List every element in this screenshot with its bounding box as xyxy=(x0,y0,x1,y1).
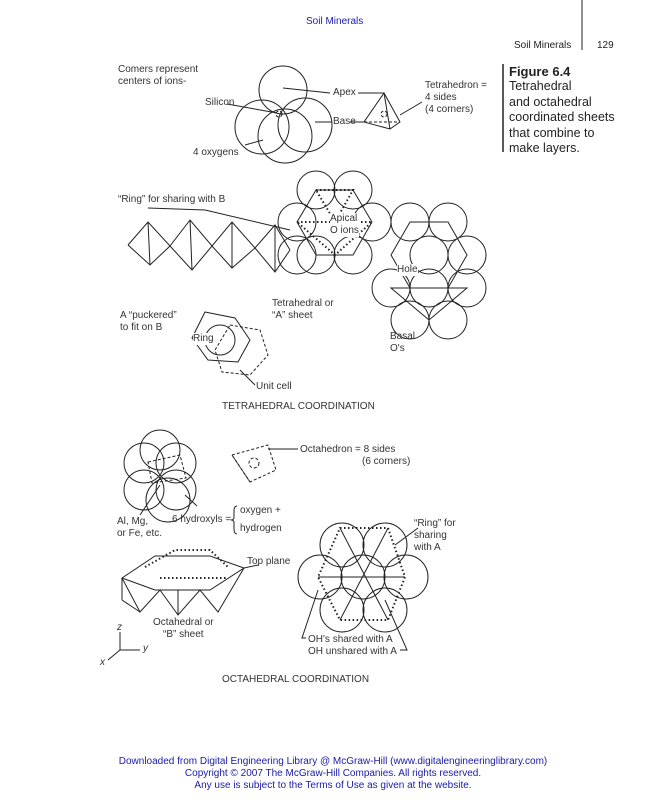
oh-shared-label: OH's shared with A xyxy=(308,634,393,645)
label-line: oxygen + xyxy=(240,505,281,516)
label-line: Basal xyxy=(390,331,416,342)
axes-icon xyxy=(107,632,140,661)
hydroxyls-label: 6 hydroxyls = xyxy=(172,514,232,525)
label-line: Octahedron = 8 sides xyxy=(300,444,396,455)
label-line: Tetrahedral or xyxy=(272,298,334,309)
ring-label: Ring xyxy=(193,333,214,345)
silicon-label: Silicon xyxy=(205,97,235,108)
label-line: centers of ions- xyxy=(118,76,187,87)
octahedral-sheet-topview xyxy=(297,522,429,651)
label-line: O ions xyxy=(330,225,359,236)
label-line: or Fe, etc. xyxy=(117,528,163,539)
hydroxyl-parts: oxygen + hydrogen xyxy=(240,505,282,535)
footer-terms-link[interactable]: Any use is subject to the Terms of Use a… xyxy=(194,780,472,791)
running-header-top: Soil Minerals xyxy=(306,16,364,27)
caption-line: that combine to xyxy=(509,125,595,140)
base-label: Base xyxy=(333,116,356,127)
label-line: Al, Mg, xyxy=(117,516,149,527)
ring-b-label: “Ring” for sharing with B xyxy=(118,194,226,205)
label-line: to fit on B xyxy=(120,322,163,333)
oxygens-label: 4 oxygens xyxy=(193,147,239,158)
label-line: Apical xyxy=(330,213,358,224)
running-header-title: Soil Minerals xyxy=(514,40,572,51)
octahedral-sheet-label: Octahedral or“B” sheet xyxy=(153,617,214,641)
brace xyxy=(230,505,238,535)
footer-download-link[interactable]: Downloaded from Digital Engineering Libr… xyxy=(118,756,548,767)
caption-line: make layers. xyxy=(509,141,580,155)
tetrahedral-sheet-perspective xyxy=(127,207,291,273)
metals-label: Al, Mg,or Fe, etc. xyxy=(117,516,162,540)
tetrahedral-sheet-topview xyxy=(277,170,487,340)
label-line: Comers represent xyxy=(118,64,199,75)
caption-line: Tetrahedral xyxy=(509,79,572,93)
puckered-label: A “puckered”to fit on B xyxy=(120,310,177,334)
tetrahedral-sheet-label: Tetrahedral or“A” sheet xyxy=(272,298,334,322)
axis-x-label: x xyxy=(100,657,105,668)
label-line: Octahedral or xyxy=(153,617,214,628)
label-line: A “puckered” xyxy=(120,310,177,321)
label-line: “A” sheet xyxy=(272,310,313,321)
label-line: O's xyxy=(390,343,405,354)
octahedron-shape xyxy=(231,444,298,483)
axis-z-label: z xyxy=(117,622,122,633)
tetrahedron-shape xyxy=(350,92,423,130)
octahedron-label: Octahedron = 8 sides(6 corners) xyxy=(300,444,410,468)
octahedral-title: OCTAHEDRAL COORDINATION xyxy=(222,674,370,685)
octahedral-sheet-perspective xyxy=(120,549,259,616)
label-line: “Ring” for xyxy=(414,518,456,529)
tetrahedral-title: TETRAHEDRAL COORDINATION xyxy=(222,401,375,412)
caption-line: coordinated sheets xyxy=(509,110,615,124)
octahedron-spheres xyxy=(123,429,198,523)
figure-caption: Figure 6.4 Tetrahedral and octahedral co… xyxy=(509,64,615,157)
label-line: hydrogen xyxy=(240,523,282,534)
label-line: with A xyxy=(414,542,441,553)
tetrahedron-label: Tetrahedron =4 sides(4 corners) xyxy=(425,80,487,116)
puckered-ring-diagram xyxy=(191,311,269,386)
label-line: 4 sides xyxy=(425,92,457,103)
label-line: (4 corners) xyxy=(425,104,474,115)
label-line: sharing xyxy=(414,530,447,541)
page-number: 129 xyxy=(597,40,614,51)
hole-label: Hole xyxy=(397,264,418,276)
label-line: (6 corners) xyxy=(362,456,411,467)
footer-copyright: Copyright © 2007 The McGraw-Hill Compani… xyxy=(184,768,482,779)
label-line: “B” sheet xyxy=(163,629,204,640)
oh-unshared-label: OH unshared with A xyxy=(308,646,397,657)
apex-label: Apex xyxy=(333,87,356,98)
axis-y-label: y xyxy=(143,643,148,654)
tetrahedron-spheres xyxy=(226,65,333,164)
top-plane-label: Top plane xyxy=(247,556,291,567)
label-line: Tetrahedron = xyxy=(425,80,487,91)
unit-cell-label: Unit cell xyxy=(256,381,292,392)
caption-line: and octahedral xyxy=(509,94,592,109)
figure-number: Figure 6.4 xyxy=(509,64,571,79)
